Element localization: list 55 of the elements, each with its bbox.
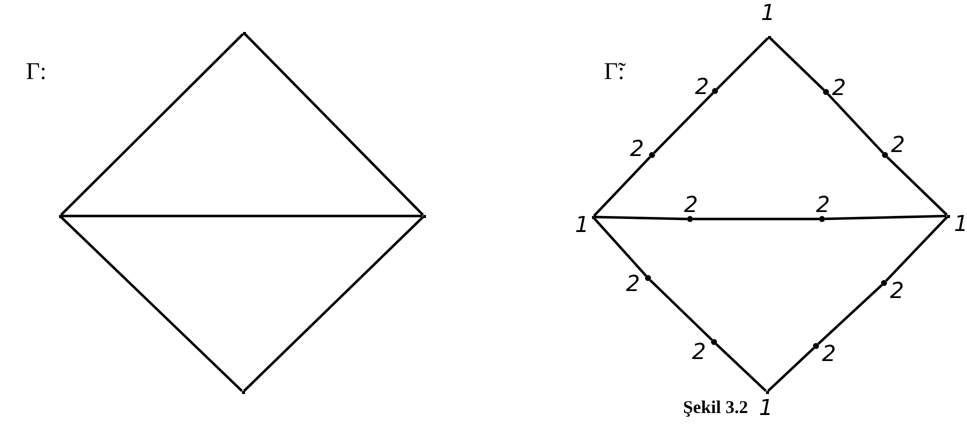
vertex-label: 2: [684, 195, 698, 217]
graph-edge: [817, 284, 883, 345]
vertex-label: 2: [692, 342, 706, 364]
vertex-label: 2: [695, 77, 709, 99]
vertex-label: 1: [761, 3, 775, 25]
graph-edge: [715, 343, 767, 392]
graph-name: Γ̃:: [604, 60, 625, 84]
graph-vertex: [768, 36, 770, 38]
vertex-label: 2: [626, 274, 640, 296]
vertex-dot: [819, 216, 825, 222]
vertex-dot: [813, 343, 819, 349]
graph-edge: [243, 216, 424, 392]
vertex-dot: [711, 339, 717, 345]
graph-edge: [886, 156, 948, 216]
graph-edge: [653, 92, 714, 154]
vertex-dot: [881, 280, 887, 286]
vertex-dot: [687, 216, 693, 222]
vertex-label: 2: [822, 344, 836, 366]
graph-name: Γ:: [26, 60, 47, 84]
graph-vertex: [592, 216, 594, 218]
graph-edge: [716, 37, 769, 90]
vertex-label: 2: [890, 281, 904, 303]
graph-vertex: [946, 214, 950, 218]
graph-edge: [244, 33, 424, 216]
graph-edge: [593, 217, 647, 277]
vertex-label: 2: [891, 135, 905, 157]
vertex-label: 1: [954, 214, 967, 236]
graph-edge: [62, 214, 422, 218]
graph-edge: [693, 218, 819, 220]
graph-edge: [593, 156, 651, 217]
vertex-dot: [645, 275, 651, 281]
graph-edge: [649, 279, 713, 341]
graph-vertex: [242, 390, 244, 394]
graph-edge: [594, 216, 688, 220]
vertex-dot: [823, 89, 829, 95]
vertex-label: 1: [575, 215, 589, 237]
vertex-label: 1: [759, 398, 773, 420]
graph-vertex: [58, 214, 62, 218]
graph-vertex: [242, 32, 246, 34]
graph-vertex: [766, 390, 768, 394]
vertex-dot: [712, 88, 718, 94]
graph-edge: [60, 33, 244, 216]
graph-edge: [827, 93, 884, 154]
graph-edge: [824, 214, 947, 220]
graph-edge: [769, 37, 825, 91]
figure-caption: Şekil 3.2: [683, 398, 748, 416]
graph-edge: [767, 347, 815, 392]
vertex-label: 2: [816, 195, 830, 217]
vertex-dot: [649, 152, 655, 158]
graph-edge: [60, 216, 243, 392]
vertex-dot: [882, 152, 888, 158]
vertex-label: 2: [630, 139, 644, 161]
graph-vertex: [422, 214, 426, 218]
vertex-label: 2: [832, 78, 846, 100]
graph-edge: [885, 216, 948, 282]
